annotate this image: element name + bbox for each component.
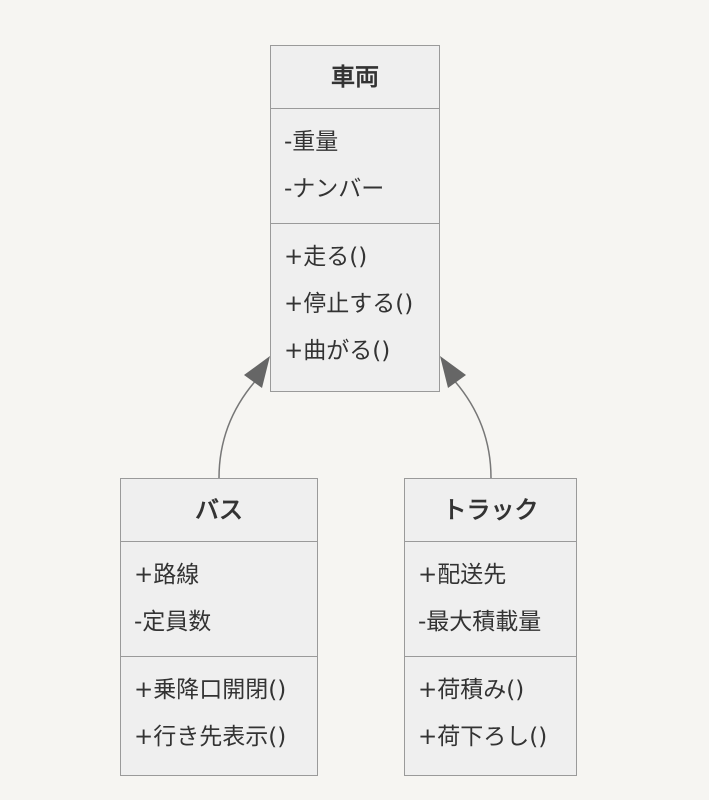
truck-inherits-vehicle-line	[451, 377, 492, 479]
method: +走る()	[284, 244, 368, 270]
method: +停止する()	[284, 291, 414, 317]
attribute: -重量	[284, 129, 339, 155]
attribute: +配送先	[418, 562, 507, 588]
class-vehicle-methods: +走る() +停止する() +曲がる()	[271, 224, 439, 385]
class-truck-name: トラック	[405, 479, 576, 542]
bus-inherits-vehicle-line	[218, 377, 259, 479]
method: +乗降口開閉()	[134, 677, 287, 703]
class-vehicle-name: 車両	[271, 46, 439, 109]
class-truck-attributes: +配送先 -最大積載量	[405, 542, 576, 657]
class-bus-attributes: +路線 -定員数	[121, 542, 317, 657]
class-vehicle-attributes: -重量 -ナンバー	[271, 109, 439, 224]
bus-inherits-vehicle-arrowhead	[244, 356, 270, 388]
attribute: -定員数	[134, 609, 212, 635]
method: +行き先表示()	[134, 724, 287, 750]
method: +荷積み()	[418, 677, 525, 703]
class-truck-methods: +荷積み() +荷下ろし()	[405, 657, 576, 771]
attribute: -最大積載量	[418, 609, 542, 635]
method: +曲がる()	[284, 338, 391, 364]
method: +荷下ろし()	[418, 724, 548, 750]
class-bus-methods: +乗降口開閉() +行き先表示()	[121, 657, 317, 771]
attribute: -ナンバー	[284, 176, 385, 202]
class-vehicle: 車両 -重量 -ナンバー +走る() +停止する() +曲がる()	[270, 45, 440, 392]
class-bus-name: バス	[121, 479, 317, 542]
truck-inherits-vehicle-arrowhead	[440, 356, 466, 388]
class-truck: トラック +配送先 -最大積載量 +荷積み() +荷下ろし()	[404, 478, 577, 776]
class-bus: バス +路線 -定員数 +乗降口開閉() +行き先表示()	[120, 478, 318, 776]
attribute: +路線	[134, 562, 200, 588]
